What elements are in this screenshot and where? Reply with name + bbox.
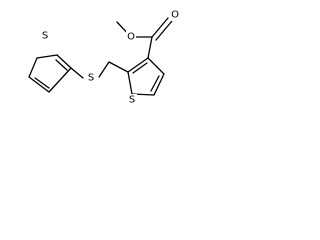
bond-ring-left-c2-s bbox=[36, 54, 58, 59]
bond-layer bbox=[28, 17, 173, 96]
bond-ring-left-s-c5 bbox=[28, 57, 38, 78]
atom-oxygen-carbonyl: O bbox=[171, 10, 179, 21]
atom-oxygen-methoxy: O bbox=[127, 32, 135, 43]
atom-layer: O O S S S bbox=[40, 9, 180, 106]
bond-ring-left-c3-c2-inner bbox=[55, 59, 68, 71]
bond-ring-right-c4-c5-inner bbox=[150, 75, 160, 92]
atom-sulfur-ring-right: S bbox=[129, 95, 135, 106]
bond-carbonyl-double-a bbox=[151, 17, 169, 38]
bond-ring-right-c2-c3-inner bbox=[132, 62, 148, 74]
bond-s-ring-left bbox=[70, 67, 84, 79]
bond-ring-left-c5-c4-inner bbox=[34, 77, 50, 89]
bond-carbonyl-ring bbox=[147, 36, 153, 59]
bond-ring-left-c3-c2 bbox=[56, 54, 72, 69]
bond-ring-left-c5-c4 bbox=[28, 76, 50, 93]
bond-ring-right-c3-c4 bbox=[147, 57, 165, 75]
bond-ring-right-c4-c5 bbox=[153, 73, 165, 96]
bond-ring-right-c2-c3 bbox=[127, 57, 149, 73]
chemical-structure-diagram: O O S S S bbox=[28, 9, 180, 106]
bond-ch2-s bbox=[98, 61, 110, 78]
atom-sulfur-thioether: S bbox=[88, 73, 94, 84]
atom-sulfur-ring-left: S bbox=[42, 31, 48, 42]
bond-carbonyl-double-b bbox=[155, 20, 173, 41]
bond-ring-right-s-c2 bbox=[127, 71, 133, 95]
bond-c2-ch2 bbox=[108, 61, 129, 73]
bond-ring-left-c4-c3 bbox=[48, 67, 72, 93]
